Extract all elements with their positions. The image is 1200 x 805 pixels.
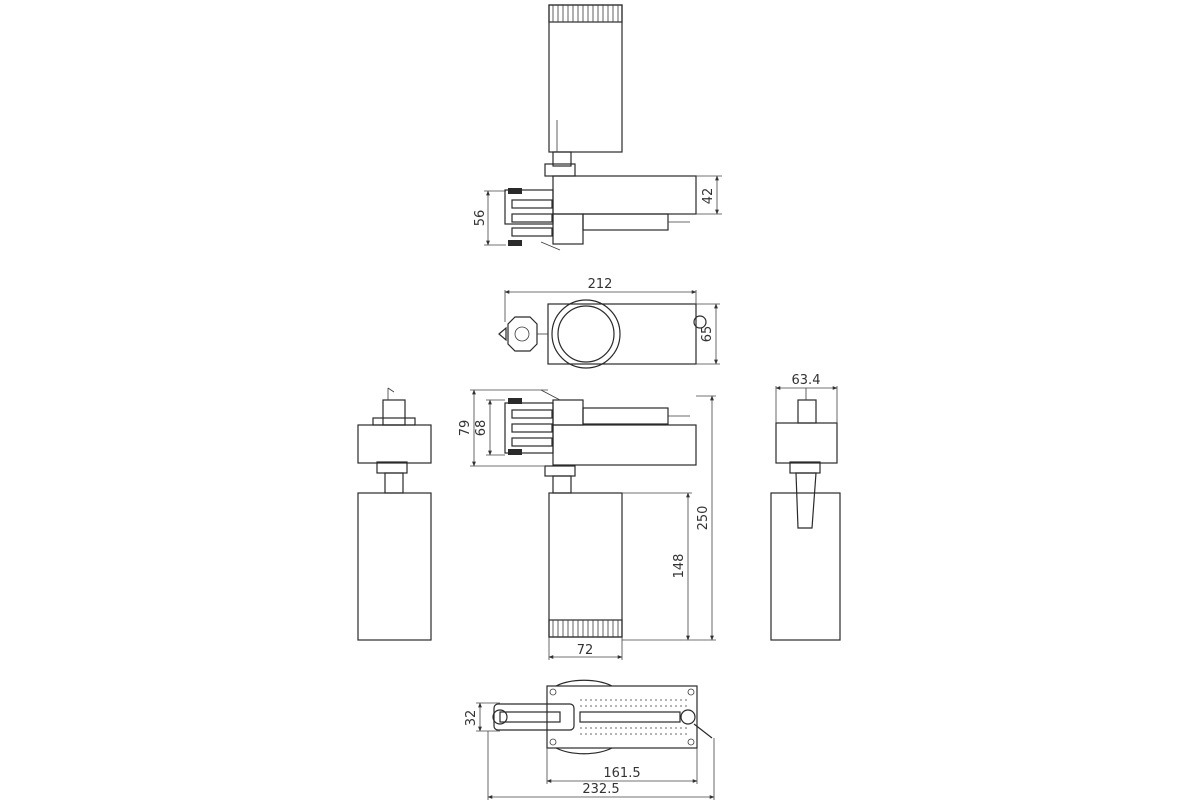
view-front: 79 68 250 148 72 [458, 389, 716, 660]
adapter-body-front [552, 424, 697, 466]
dim-65: 65 [700, 326, 715, 343]
view-bottom: 32 161.5 232.5 [464, 679, 715, 800]
dim-32: 32 [464, 710, 479, 727]
lamp-body-right [770, 492, 841, 641]
dim-63-4: 63.4 [792, 373, 821, 388]
dim-56-top: 56 [473, 210, 488, 227]
adapter-plate [546, 685, 698, 749]
dim-148: 148 [672, 554, 687, 579]
dim-250: 250 [696, 506, 711, 531]
dim-212: 212 [588, 277, 613, 292]
dotted-rows [580, 699, 688, 735]
adapter-body [552, 175, 697, 215]
view-left [357, 387, 432, 641]
view-right: 63.4 [770, 373, 841, 641]
lamp-body [548, 4, 623, 153]
connector-bottom [493, 703, 575, 731]
dim-72: 72 [577, 643, 594, 658]
lamp-ring-ribs [552, 5, 619, 22]
lamp-ring-front [548, 619, 623, 638]
lamp-head-outer [551, 299, 621, 369]
track-connector [504, 189, 554, 225]
plan-body [547, 303, 697, 365]
dim-232-5: 232.5 [582, 782, 619, 797]
dim-79: 79 [458, 420, 473, 437]
dim-68: 68 [474, 420, 489, 437]
track-connector-front [504, 402, 554, 454]
lamp-ring [548, 4, 623, 23]
view-plan: 212 65 [498, 277, 720, 369]
dim-161-5: 161.5 [603, 766, 640, 781]
dim-42-top: 42 [701, 188, 716, 205]
lamp-head-inner [557, 305, 615, 363]
lamp-body-front [548, 492, 623, 638]
view-top: 56 42 [473, 4, 722, 251]
lamp-body-left [357, 492, 432, 641]
